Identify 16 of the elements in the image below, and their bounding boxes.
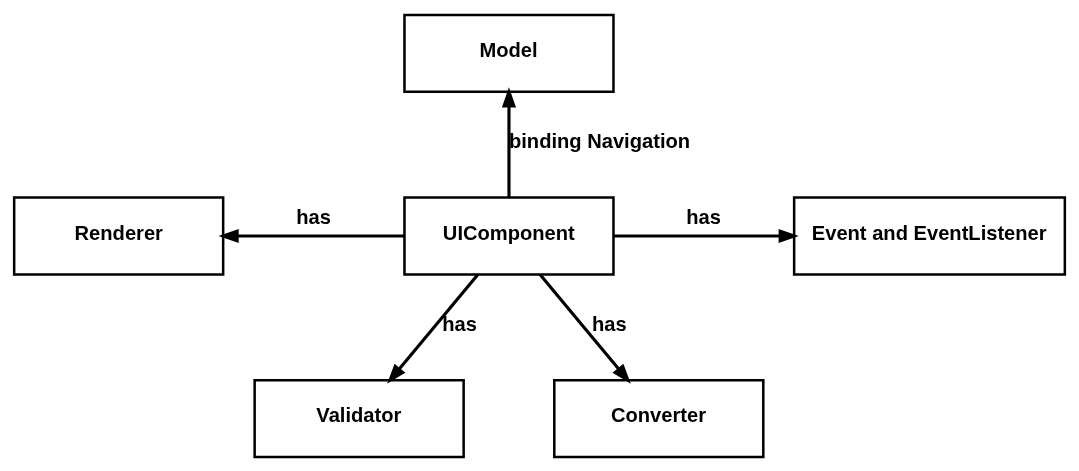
node-box: Validator [253, 378, 465, 458]
node-box: Converter [553, 378, 765, 458]
edge-label: binding Navigation [508, 129, 691, 152]
arrow [218, 228, 405, 243]
arrow [614, 228, 799, 243]
node-box: Event and EventListener [792, 195, 1067, 276]
edge-label: has [296, 205, 331, 228]
edge-label: has [442, 312, 477, 335]
arrow [501, 86, 517, 197]
node-box: Renderer [12, 195, 225, 276]
edge-label: has [686, 205, 721, 228]
arrow [387, 273, 480, 384]
node-box: UIComponent [403, 195, 615, 276]
node-box: Model [403, 13, 615, 93]
arrow [538, 273, 631, 384]
edge-label: has [592, 312, 627, 335]
